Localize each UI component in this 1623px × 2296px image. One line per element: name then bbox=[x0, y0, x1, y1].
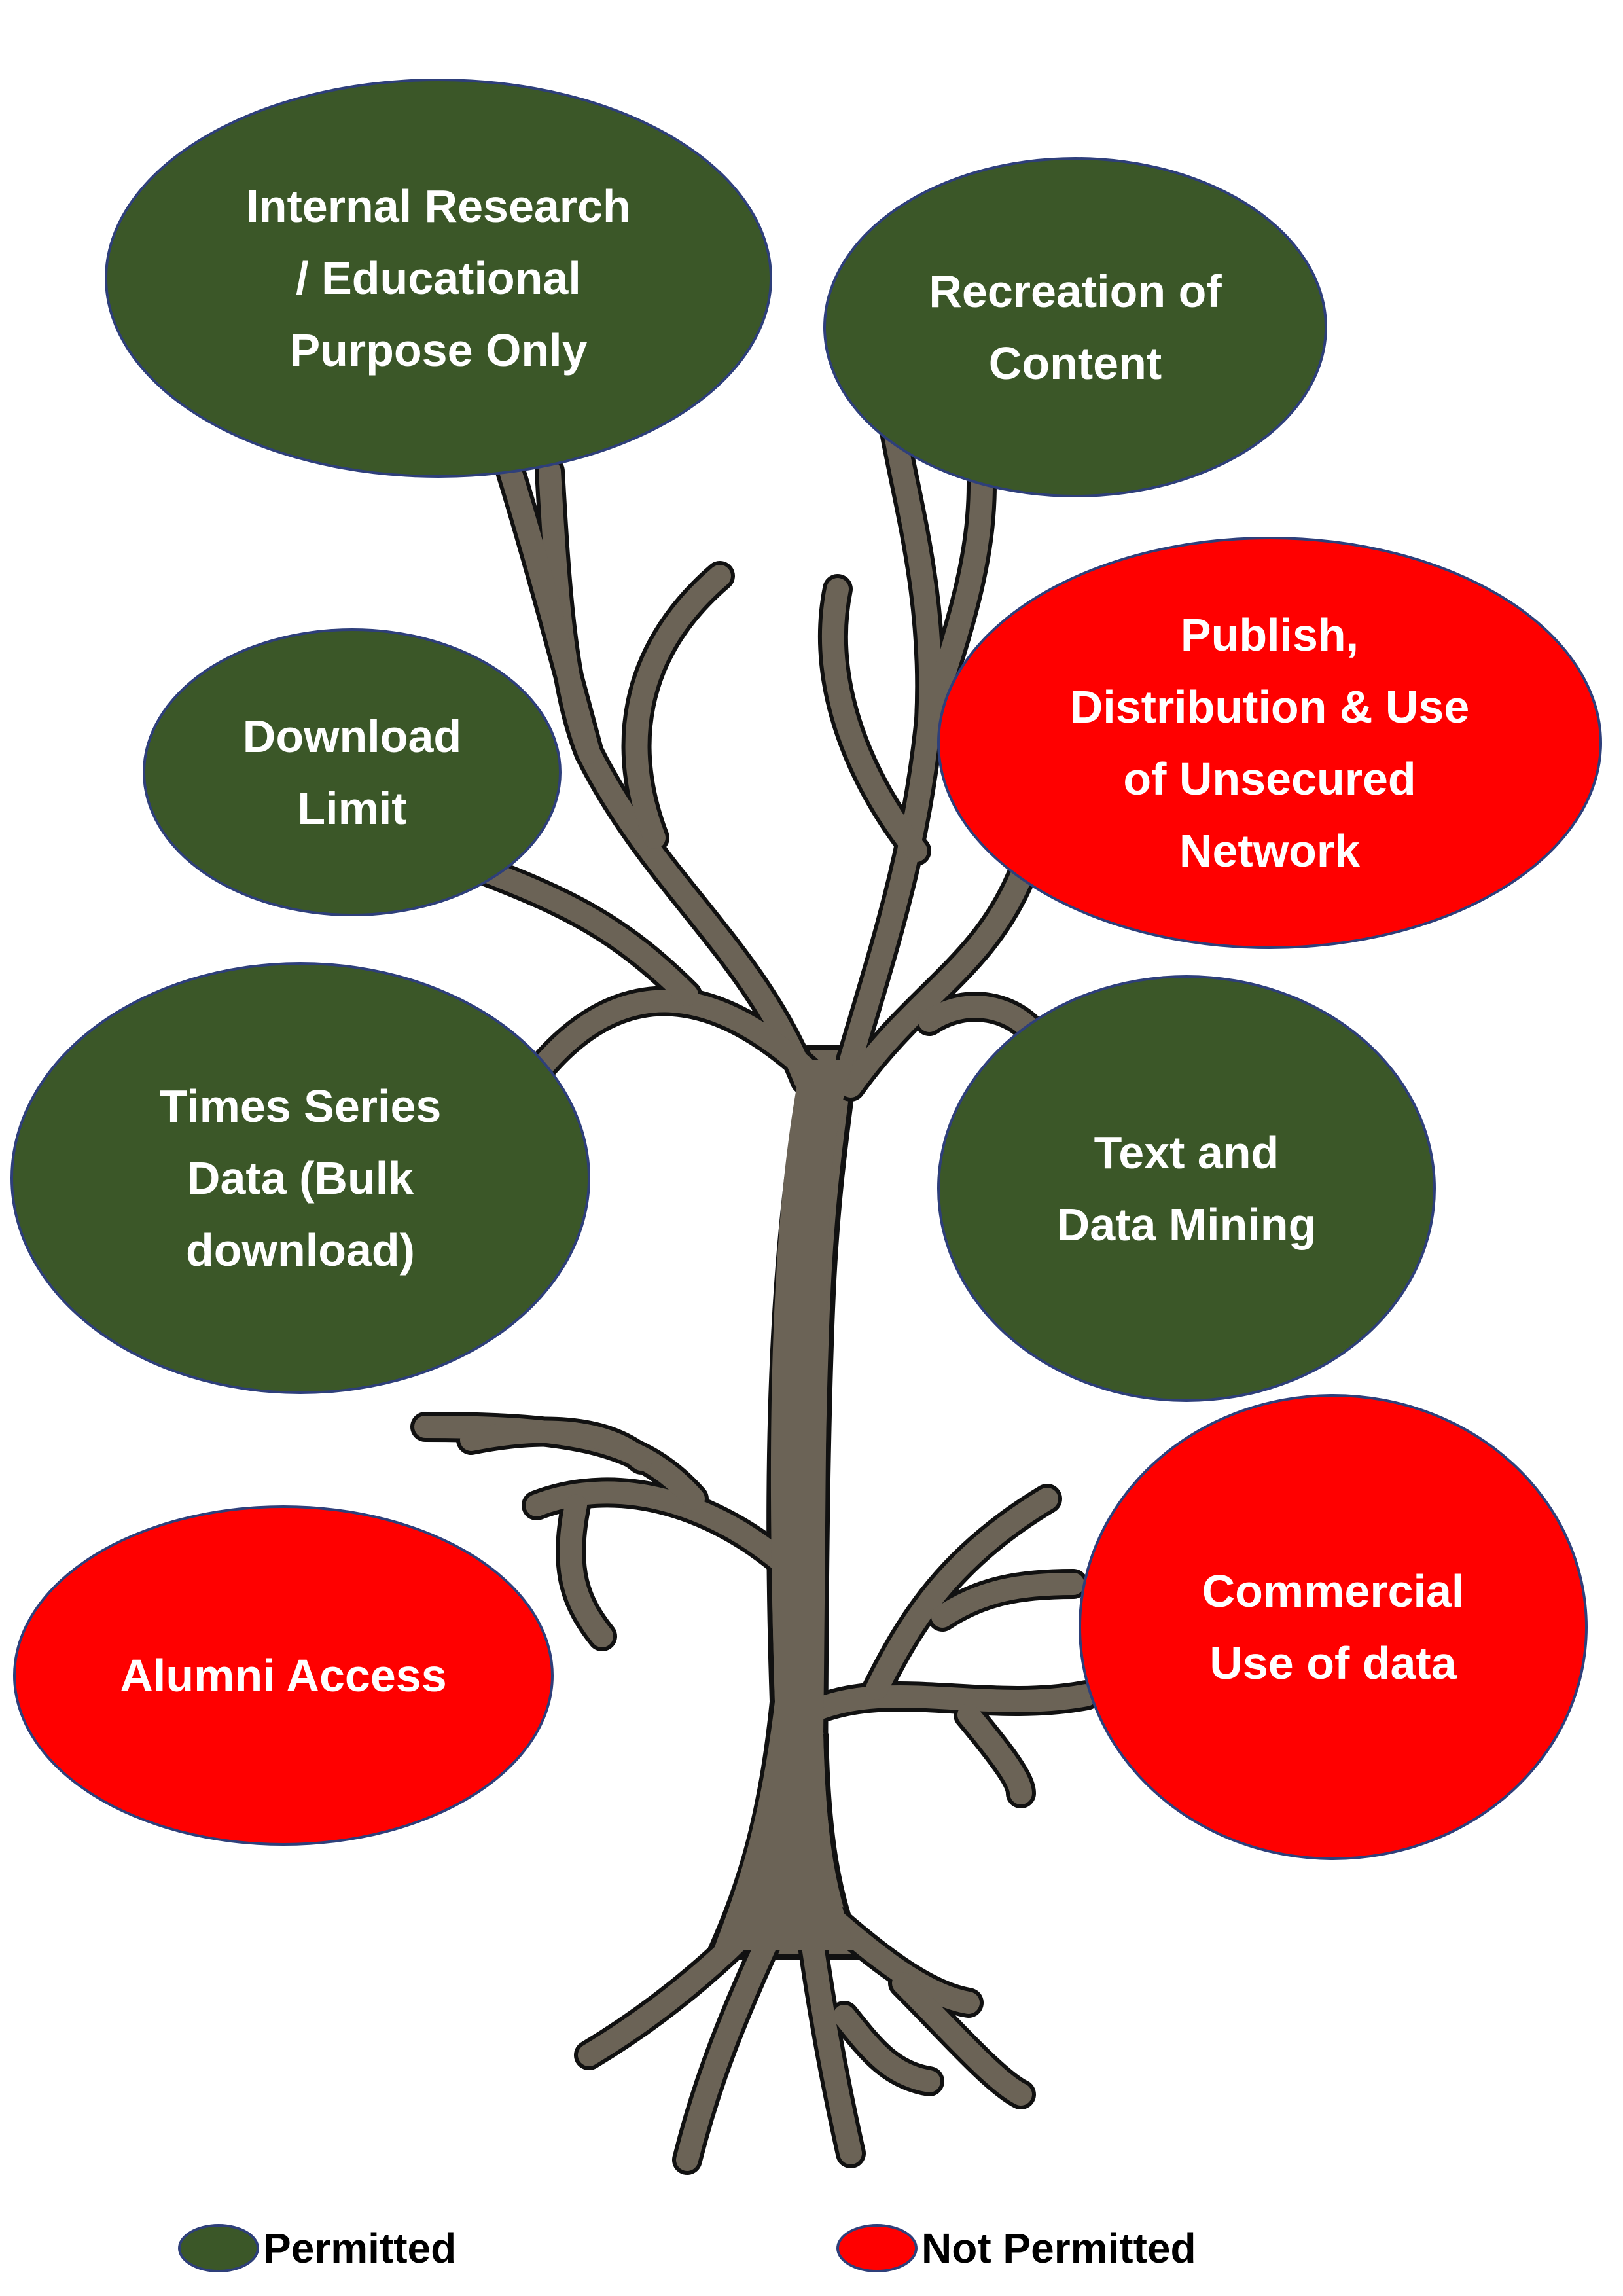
legend-permitted-label: Permitted bbox=[263, 2225, 457, 2272]
node-time-series-data: Times Series Data (Bulk download) bbox=[10, 962, 590, 1394]
node-alumni-access-label: Alumni Access bbox=[120, 1650, 447, 1701]
node-text-and-data-mining: Text and Data Mining bbox=[937, 975, 1436, 1402]
node-publish-distribution: Publish, Distribution & Use of Unsecured… bbox=[937, 537, 1602, 949]
legend-not-permitted-swatch bbox=[836, 2224, 918, 2272]
node-alumni-access: Alumni Access bbox=[13, 1505, 554, 1846]
node-commercial-use: Commercial Use of data bbox=[1079, 1394, 1588, 1860]
node-recreation-of-content-label: Recreation of Content bbox=[929, 266, 1222, 389]
node-recreation-of-content: Recreation of Content bbox=[823, 157, 1327, 497]
node-time-series-data-label: Times Series Data (Bulk download) bbox=[159, 1081, 442, 1276]
node-internal-research-label: Internal Research / Educational Purpose … bbox=[246, 181, 631, 376]
node-commercial-use-label: Commercial Use of data bbox=[1202, 1566, 1465, 1689]
legend-not-permitted: Not Permitted bbox=[836, 2224, 1196, 2272]
node-text-and-data-mining-label: Text and Data Mining bbox=[1056, 1127, 1317, 1250]
legend-permitted-swatch bbox=[178, 2224, 259, 2272]
node-internal-research: Internal Research / Educational Purpose … bbox=[105, 79, 772, 478]
node-download-limit-label: Download Limit bbox=[242, 711, 462, 834]
legend-not-permitted-label: Not Permitted bbox=[921, 2225, 1196, 2272]
node-download-limit: Download Limit bbox=[143, 628, 562, 916]
legend-permitted: Permitted bbox=[178, 2224, 456, 2272]
node-publish-distribution-label: Publish, Distribution & Use of Unsecured… bbox=[1069, 609, 1470, 876]
